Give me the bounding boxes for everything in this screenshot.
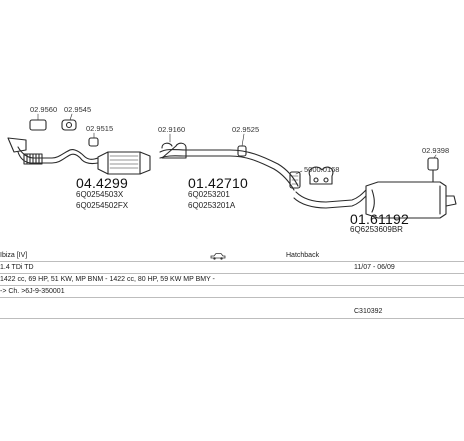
clamp-6-shape: [308, 166, 334, 185]
rear-silencer-body: [365, 181, 447, 219]
clamp-4-shape: [161, 142, 187, 159]
clamp-5-ref: 02.9525: [232, 125, 260, 134]
engine-spec: 1422 cc, 69 HP, 51 KW, MP BNM - 1422 cc,…: [0, 276, 215, 283]
clamp-2-shape: [61, 119, 77, 131]
catalog-code: C310392: [354, 308, 383, 315]
exhaust-drawing: [7, 113, 457, 219]
section-2-number: 01.42710: [188, 175, 248, 191]
clamp-2-ref: 02.9545: [64, 105, 92, 114]
table-row: Ibiza [IV] Hatchback: [0, 250, 464, 262]
section-1-oem-1: 6Q0254503X: [76, 190, 124, 199]
engine: 1.4 TDi TD: [0, 264, 34, 271]
model-name: Ibiza [IV]: [0, 252, 28, 259]
table-row: 1422 cc, 69 HP, 51 KW, MP BNM - 1422 cc,…: [0, 274, 464, 286]
section-1-oem-2: 6Q0254502FX: [76, 201, 129, 210]
years: 11/07 - 06/09: [354, 264, 395, 271]
table-row: -> Ch. >6J-9-350001: [0, 286, 464, 298]
front-pipe: [7, 137, 27, 153]
clamp-3-ref: 02.9515: [86, 124, 114, 133]
clamp-3-shape: [88, 137, 99, 147]
clamp-1-ref: 02.9560: [30, 105, 58, 114]
clamp-1-shape: [29, 119, 47, 131]
section-3-number: 01.61192: [350, 211, 409, 227]
clamp-7-ref: 02.9398: [422, 146, 450, 155]
clamp-6-ref: 5000.0168: [304, 165, 340, 174]
table-row: 1.4 TDi TD 11/07 - 06/09: [0, 262, 464, 274]
section-1-number: 04.4299: [76, 175, 129, 191]
section-2-oem-1: 6Q0253201: [188, 190, 230, 199]
chassis-number: -> Ch. >6J-9-350001: [0, 288, 65, 295]
catalyst-body: [97, 151, 151, 175]
clamp-4-ref: 02.9160: [158, 125, 186, 134]
section-2-oem-2: 6Q0253201A: [188, 201, 236, 210]
body-type: Hatchback: [286, 252, 320, 259]
table-row: C310392: [0, 306, 464, 319]
clamp-7-shape: [427, 157, 439, 171]
car-icon: [210, 253, 226, 260]
exhaust-diagram: 02.9560 02.9545 02.9515 02.9160 02.9525 …: [7, 105, 457, 234]
section-3-oem-1: 6Q6253609BR: [350, 225, 403, 234]
